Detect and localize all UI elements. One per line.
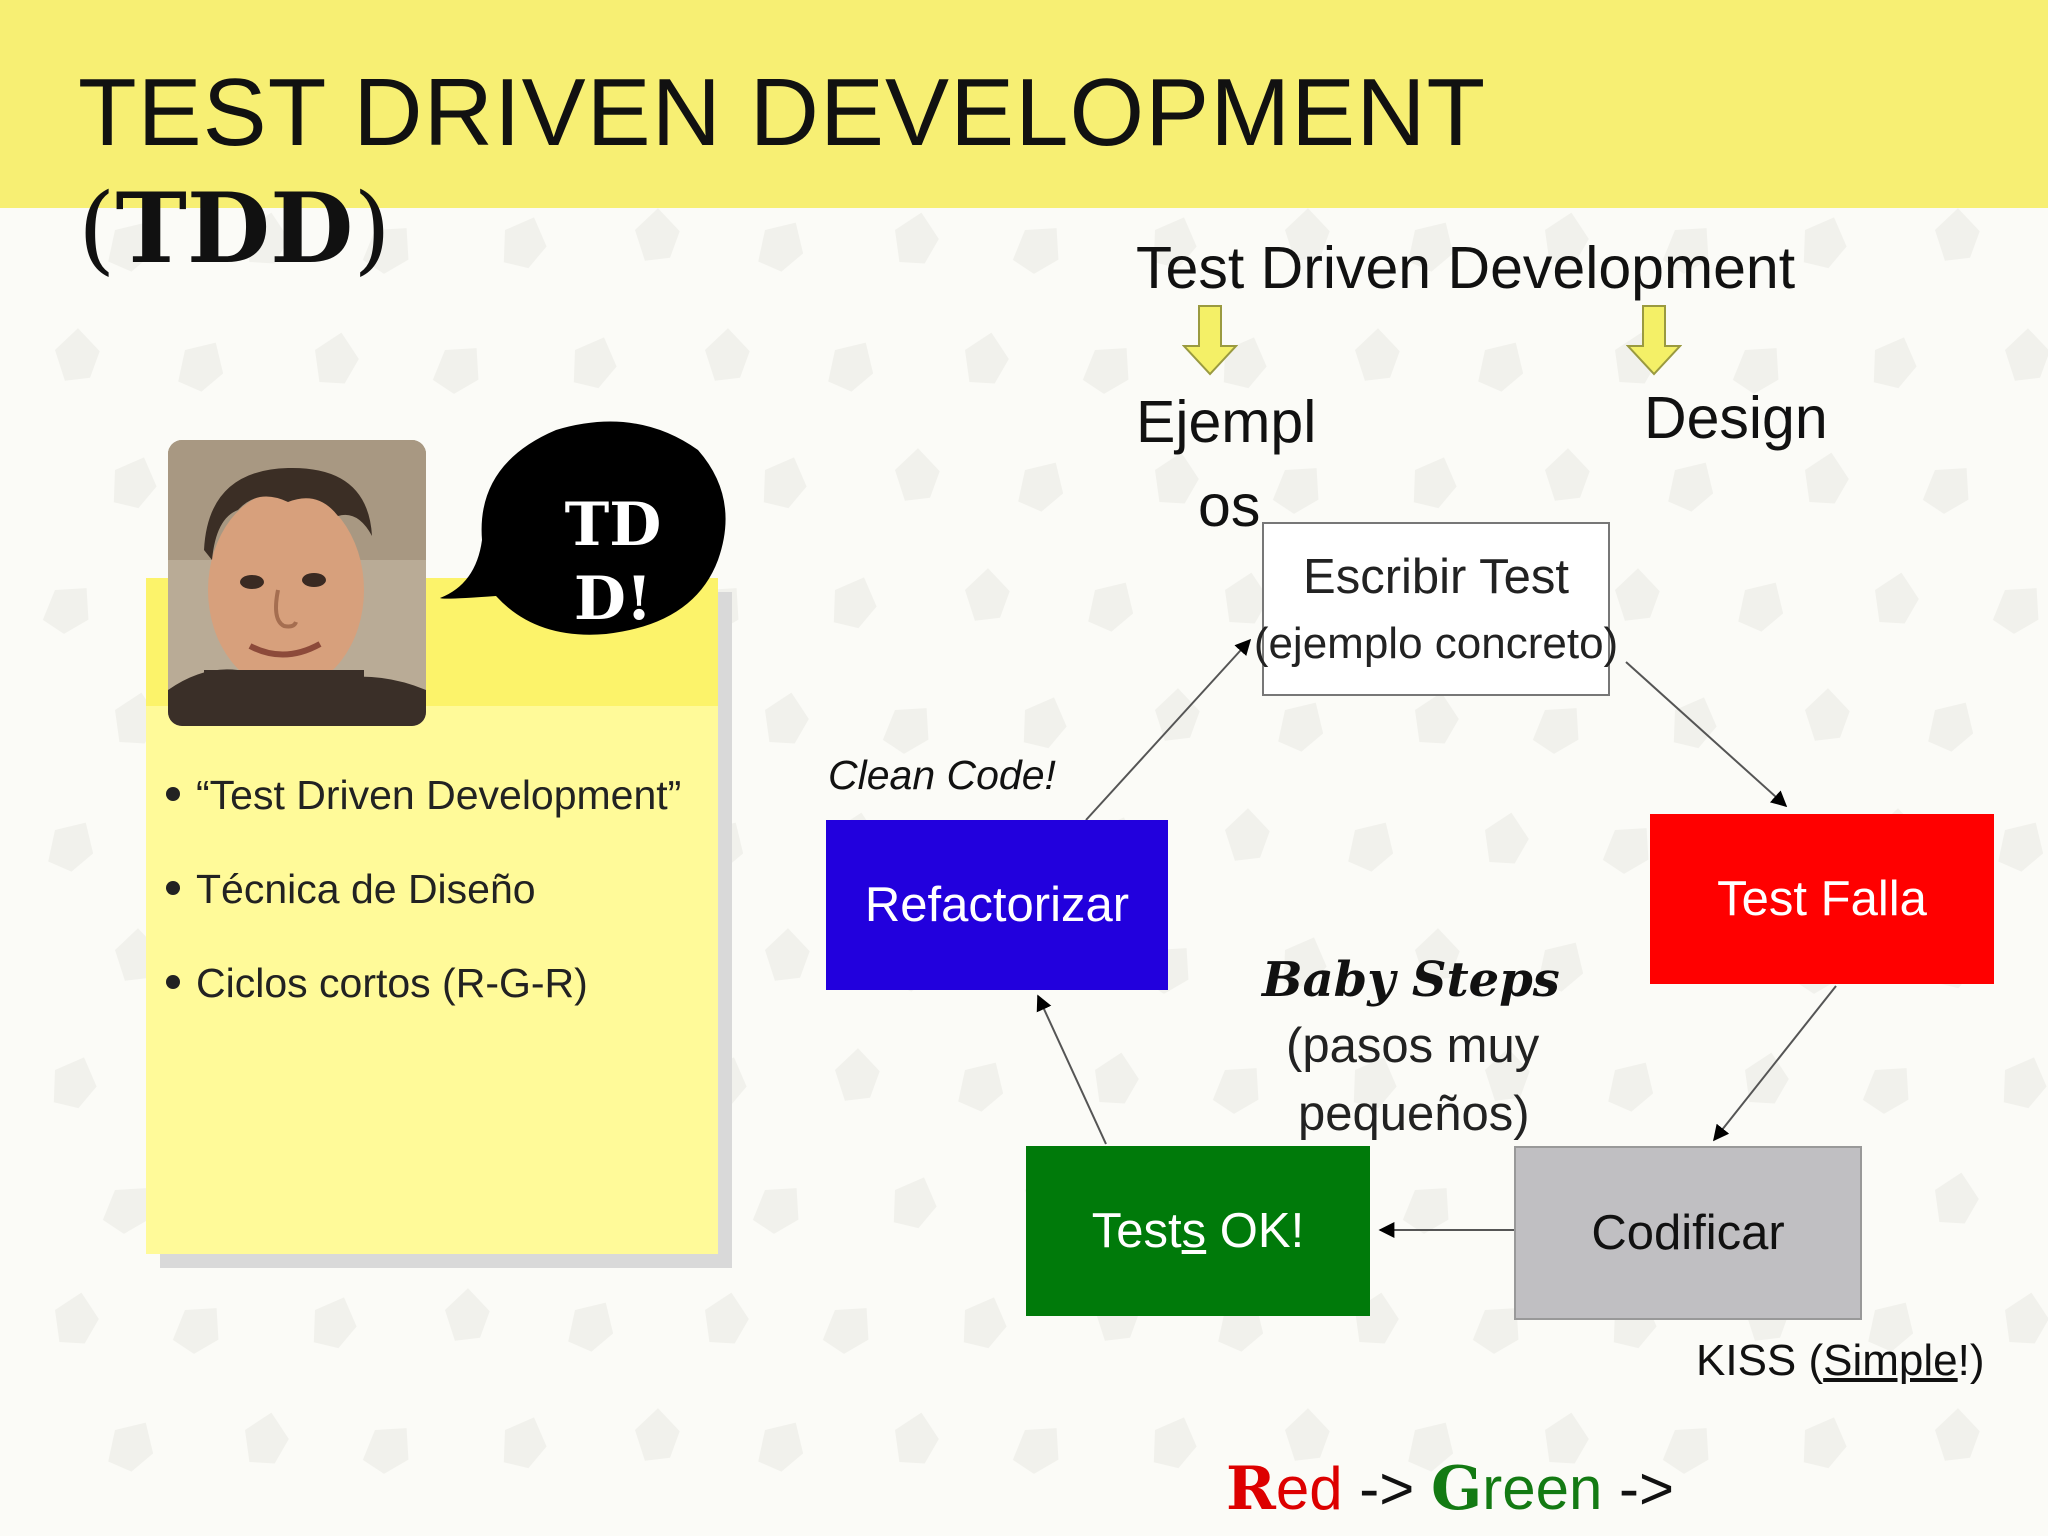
bullet-dot bbox=[166, 787, 180, 802]
design-label: Design bbox=[1644, 385, 1828, 451]
list-item: “Test Driven Development” bbox=[166, 772, 681, 866]
write-test-box: Escribir Test (ejemplo concreto) bbox=[1254, 522, 1618, 696]
cycle-caption: Red -> Green -> bbox=[1226, 1454, 1675, 1524]
examples-label-cont: os bbox=[1198, 473, 1261, 539]
bullet-dot bbox=[166, 975, 180, 990]
refactor-box: Refactorizar bbox=[826, 820, 1168, 990]
test-fails-box: Test Falla bbox=[1650, 814, 1994, 984]
bullet-list: “Test Driven Development” Técnica de Dis… bbox=[166, 772, 681, 1054]
down-arrow-icon bbox=[1626, 305, 1682, 376]
kiss-label: KISS (Simple!) bbox=[1696, 1336, 1985, 1385]
slide-title-suffix: (TDD) bbox=[78, 172, 391, 285]
bullet-dot bbox=[166, 881, 180, 896]
baby-steps-sub-cont: pequeños) bbox=[1298, 1087, 1530, 1141]
list-item: Ciclos cortos (R-G-R) bbox=[166, 960, 681, 1054]
clean-code-label: Clean Code! bbox=[828, 752, 1056, 798]
author-photo bbox=[168, 440, 426, 726]
baby-steps-label: Baby Steps bbox=[1262, 952, 1560, 1008]
baby-steps-sub: (pasos muy bbox=[1286, 1019, 1540, 1073]
speech-bubble bbox=[440, 421, 726, 635]
code-box: Codificar bbox=[1514, 1146, 1862, 1320]
examples-label: Ejempl bbox=[1136, 389, 1317, 455]
slide-title: TEST DRIVEN DEVELOPMENT bbox=[78, 59, 1487, 166]
diagram-heading: Test Driven Development bbox=[1136, 235, 1796, 301]
list-item: Técnica de Diseño bbox=[166, 866, 681, 960]
down-arrow-icon bbox=[1182, 305, 1238, 376]
title-band bbox=[0, 0, 2048, 208]
